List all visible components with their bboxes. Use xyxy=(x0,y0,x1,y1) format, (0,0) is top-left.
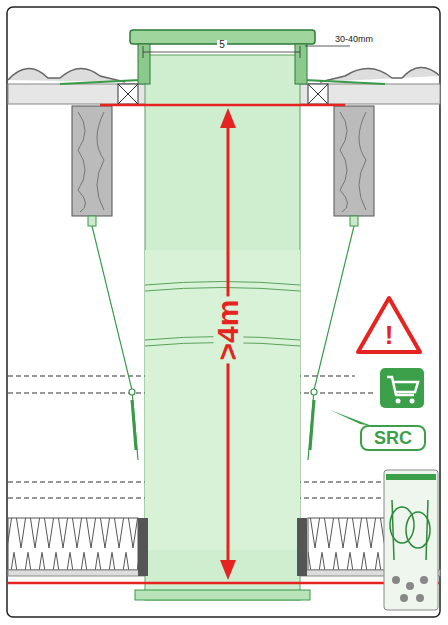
product-callout: SRC xyxy=(360,425,426,451)
length-label: >4m xyxy=(213,297,243,364)
warning-symbol: ! xyxy=(370,318,408,353)
node-text: ! xyxy=(385,320,394,351)
dimension-label: 30-40mm xyxy=(334,35,374,44)
dimension-label: 5 xyxy=(217,40,227,50)
node-text: SRC xyxy=(374,428,412,449)
